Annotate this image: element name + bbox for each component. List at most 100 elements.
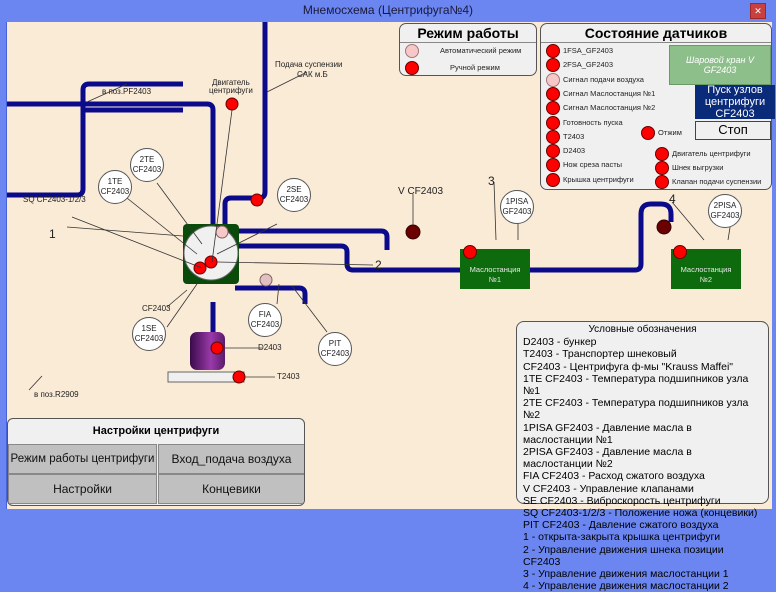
- tank-d2403: [190, 332, 225, 370]
- pipe-pf2403: [7, 101, 216, 230]
- label-d2403: D2403: [258, 343, 282, 352]
- sensor-top: [215, 225, 229, 239]
- leader-lines: [28, 71, 733, 391]
- legend-line: SQ CF2403-1/2/3 - Положение ножа (концев…: [523, 507, 758, 520]
- air-sensor: [259, 273, 273, 287]
- title-bar: Мнемосхема (Центрифуга№4) ✕: [0, 0, 776, 22]
- label-manual-mode: Ручной режим: [450, 63, 500, 72]
- sensor-label: Шнек выгрузки: [672, 163, 724, 172]
- pipe-r2909: [7, 81, 183, 198]
- legend-line: CF2403 - Центрифуга ф-мы "Krauss Maffei": [523, 360, 734, 373]
- label-motor-1: Двигатель: [212, 78, 250, 87]
- sensor-led: [641, 126, 655, 140]
- sensors-panel-title: Состояние датчиков: [541, 24, 771, 43]
- label-r2909: в поз.R2909: [34, 390, 79, 399]
- sensor-sq: [193, 261, 207, 275]
- led-auto-mode[interactable]: [405, 44, 419, 58]
- oil-station-1[interactable]: Маслостанция №1: [460, 249, 530, 289]
- legend-line: 3 - Управление движения маслостанции 1: [523, 568, 729, 581]
- pipe-air: [235, 285, 308, 304]
- sensor-label: Двигатель центрифуги: [672, 149, 751, 158]
- label-suspension-1: Подача суспензии: [275, 60, 343, 69]
- mnemonic-canvas: в поз.PF2403 Подача суспензии САК м.Б Дв…: [6, 22, 775, 592]
- number-4: 4: [669, 192, 676, 206]
- legend-line: FIA CF2403 - Расход сжатого воздуха: [523, 470, 705, 483]
- sensor-label: 1FSA_GF2403: [563, 46, 614, 55]
- label-cf2403: CF2403: [142, 304, 171, 313]
- limit-switches-button[interactable]: Концевики: [158, 474, 304, 504]
- settings-panel: Настройки центрифуги Режим работы центри…: [7, 418, 305, 506]
- pipe-suspension: [222, 22, 268, 230]
- legend-line: 1PISA GF2403 - Давление масла в маслоста…: [523, 421, 692, 446]
- legend-line: 2PISA GF2403 - Давление масла в маслоста…: [523, 446, 692, 471]
- legend-line: 2 - Управление движения шнека позиции CF…: [523, 543, 724, 568]
- sensor-label: Сигнал Маслостанция №1: [563, 88, 656, 98]
- sensors-panel: Состояние датчиков 1FSA_GF2403 2FSA_GF240…: [540, 23, 775, 190]
- air-supply-button[interactable]: Вход_подача воздуха: [158, 444, 304, 474]
- sensor-led: [655, 175, 669, 189]
- sensor-led: [546, 172, 560, 187]
- legend-line: SE CF2403 - Виброскорость центрифуги: [523, 494, 721, 507]
- sensor-led: [655, 161, 669, 175]
- stop-button[interactable]: Стоп: [695, 121, 771, 140]
- led-station-1: [463, 245, 477, 259]
- window-title: Мнемосхема (Центрифуга№4): [302, 3, 474, 17]
- sensor-led: [546, 158, 560, 173]
- number-2: 2: [375, 258, 382, 272]
- sensor-label: Готовность пуска: [563, 117, 623, 127]
- legend-line: 2TE CF2403 - Температура подшипников узл…: [523, 397, 749, 422]
- legend-line: 1TE CF2403 - Температура подшипников узл…: [523, 372, 749, 398]
- led-station-2: [673, 245, 687, 259]
- led-motor: [225, 97, 239, 111]
- settings-button[interactable]: Настройки: [8, 474, 157, 504]
- sensor-led: [546, 86, 560, 101]
- ball-valve-button[interactable]: Шаровой кран V GF2403: [669, 45, 771, 85]
- led-manual-mode[interactable]: [405, 61, 419, 75]
- close-icon[interactable]: ✕: [750, 3, 766, 19]
- sensor-led: [546, 101, 560, 116]
- sensor-label: Отжим: [658, 128, 682, 137]
- sensor-2: [204, 255, 218, 269]
- label-auto-mode: Автоматический режим: [440, 46, 522, 55]
- legend-line: 1 - открыта-закрыта крышка центрифуги: [523, 531, 721, 544]
- sensor-label: D2403: [563, 146, 586, 156]
- sensor-label: Сигнал Маслостанция №2: [563, 103, 656, 113]
- sensor-led: [546, 129, 560, 144]
- sensor-led: [546, 72, 560, 87]
- sensor-label: Нож среза пасты: [563, 160, 623, 170]
- label-pf2403: в поз.PF2403: [102, 87, 152, 96]
- sensor-led: [655, 147, 669, 161]
- sensor-led: [546, 58, 560, 73]
- label-motor-2: центрифуги: [209, 86, 253, 95]
- label-v-cf2403: V CF2403: [398, 186, 444, 197]
- valve-station2: [656, 219, 672, 235]
- settings-title: Настройки центрифуги: [92, 425, 220, 437]
- sensor-label: 2FSA_GF2403: [563, 60, 614, 70]
- led-t2403: [232, 370, 246, 384]
- start-button[interactable]: Пуск узлов центрифуги CF2403: [695, 84, 775, 120]
- sensor-label: Сигнал подачи воздуха: [563, 74, 644, 84]
- legend-line: 4 - Управление движения маслостанции 2: [523, 580, 729, 592]
- label-sq: SQ CF2403-1/2/3: [23, 195, 86, 204]
- pipe-v-cf2403: [235, 228, 390, 250]
- pipes: [7, 22, 674, 332]
- legend-line: D2403 - бункер: [523, 336, 597, 349]
- centrifuge-mode-button[interactable]: Режим работы центрифуги: [8, 444, 157, 474]
- sensor-led: [546, 115, 560, 130]
- centrifuge-drum: [183, 225, 239, 281]
- led-suspension: [250, 193, 264, 207]
- sensor-label: T2403: [563, 131, 585, 141]
- valve-v-cf2403: [405, 224, 421, 240]
- legend-line: T2403 - Транспортер шнековый: [523, 348, 677, 361]
- number-3: 3: [488, 174, 495, 188]
